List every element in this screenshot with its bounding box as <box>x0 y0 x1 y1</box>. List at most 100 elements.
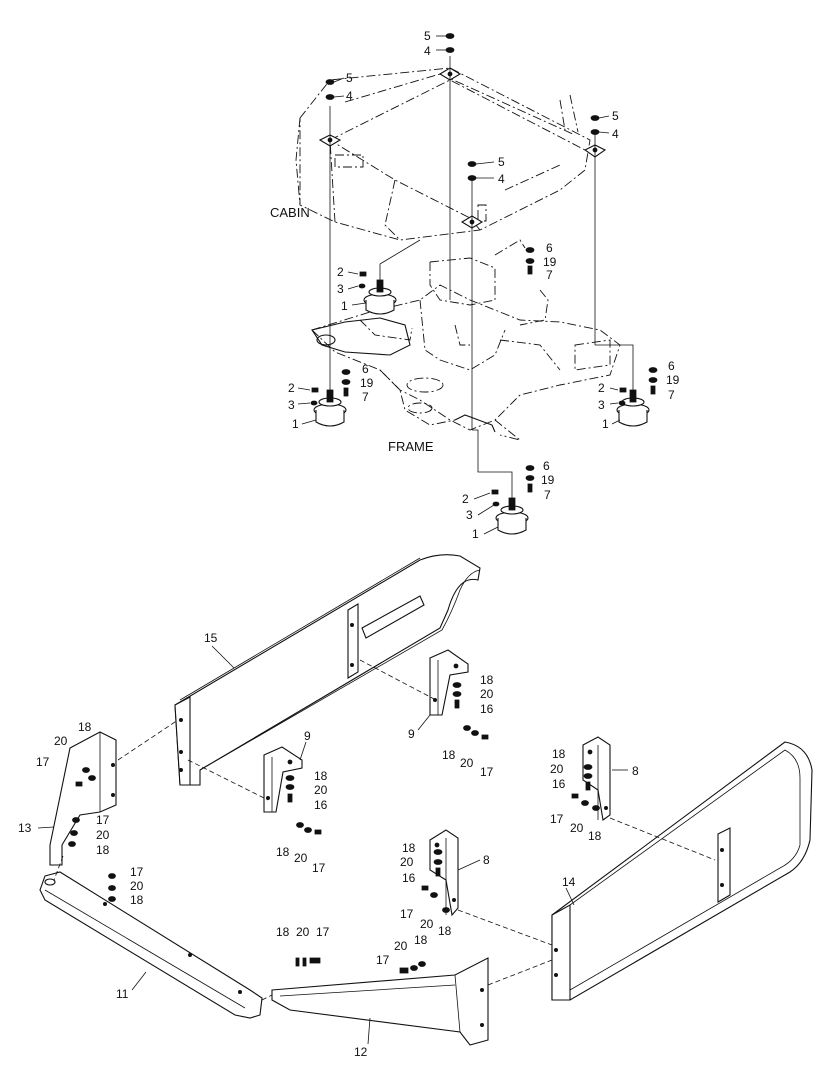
callout-18: 18 <box>480 673 494 687</box>
callout-20: 20 <box>296 925 310 939</box>
frame-front-lug <box>311 317 496 433</box>
bracket-13 <box>49 731 117 866</box>
label-cabin: CABIN <box>270 205 310 220</box>
callout-18: 18 <box>78 720 92 734</box>
leader-lines <box>37 35 628 1045</box>
callout-6: 6 <box>546 241 553 255</box>
callout-19: 19 <box>360 376 374 390</box>
callout-4: 4 <box>424 44 431 58</box>
callout-5: 5 <box>612 109 619 123</box>
cabin-outline <box>295 67 591 241</box>
callout-18: 18 <box>276 925 290 939</box>
callout-17: 17 <box>36 755 50 769</box>
callout-20: 20 <box>400 855 414 869</box>
bracket-8-center <box>429 829 459 917</box>
rubber-mount-c <box>616 389 650 427</box>
callout-18: 18 <box>442 748 456 762</box>
alignment-lines <box>53 659 716 1001</box>
bracket-9-lower <box>263 746 303 813</box>
callout-18: 18 <box>314 769 328 783</box>
callout-20: 20 <box>294 851 308 865</box>
callout-16: 16 <box>314 798 328 812</box>
callout-9: 9 <box>304 729 311 743</box>
callout-3: 3 <box>466 508 473 522</box>
callout-7: 7 <box>362 390 369 404</box>
callout-17: 17 <box>400 907 414 921</box>
callout-13: 13 <box>18 821 32 835</box>
callout-9: 9 <box>408 727 415 741</box>
callout-19: 19 <box>543 255 557 269</box>
callout-5: 5 <box>424 29 431 43</box>
callout-20: 20 <box>460 756 474 770</box>
panel-15 <box>174 554 481 786</box>
callout-5: 5 <box>346 71 353 85</box>
callout-18: 18 <box>96 843 110 857</box>
callout-17: 17 <box>130 865 144 879</box>
callout-17: 17 <box>312 861 326 875</box>
callout-6: 6 <box>543 459 550 473</box>
callout-8: 8 <box>632 764 639 778</box>
callout-1: 1 <box>472 527 479 541</box>
callout-20: 20 <box>550 762 564 776</box>
callout-6: 6 <box>362 362 369 376</box>
panel-11 <box>39 871 263 1019</box>
callout-17: 17 <box>480 765 494 779</box>
callout-3: 3 <box>337 282 344 296</box>
callout-20: 20 <box>130 879 144 893</box>
callout-7: 7 <box>544 488 551 502</box>
callout-20: 20 <box>480 687 494 701</box>
rubber-mount-b <box>313 389 347 427</box>
panel-12 <box>271 957 489 1046</box>
rubber-mount-a <box>363 279 397 315</box>
callout-8: 8 <box>483 853 490 867</box>
callout-17: 17 <box>96 813 110 827</box>
callout-20: 20 <box>570 821 584 835</box>
callout-5: 5 <box>498 155 505 169</box>
bracket-8-right <box>582 736 611 821</box>
callout-3: 3 <box>598 398 605 412</box>
callout-15: 15 <box>204 631 218 645</box>
callout-17: 17 <box>550 812 564 826</box>
callout-2: 2 <box>462 492 469 506</box>
bracket-9-upper <box>429 649 469 716</box>
callout-17: 17 <box>376 953 390 967</box>
callout-4: 4 <box>498 172 505 186</box>
callout-7: 7 <box>546 268 553 282</box>
callout-4: 4 <box>612 127 619 141</box>
callout-18: 18 <box>438 924 452 938</box>
callout-16: 16 <box>480 702 494 716</box>
callout-2: 2 <box>288 381 295 395</box>
callout-19: 19 <box>541 473 555 487</box>
callout-1: 1 <box>602 417 609 431</box>
cabin-mount-pads <box>318 67 607 229</box>
callout-3: 3 <box>288 398 295 412</box>
callout-20: 20 <box>314 783 328 797</box>
hardware-stacks <box>310 33 658 507</box>
callout-18: 18 <box>402 841 416 855</box>
label-frame: FRAME <box>388 439 434 454</box>
callout-20: 20 <box>96 828 110 842</box>
callout-18: 18 <box>414 933 428 947</box>
callout-labels: 5 4 5 4 5 4 5 4 CABIN 6 19 7 2 3 1 6 19 … <box>18 29 680 1059</box>
callout-18: 18 <box>588 829 602 843</box>
callout-20: 20 <box>394 939 408 953</box>
callout-18: 18 <box>130 893 144 907</box>
callout-2: 2 <box>598 381 605 395</box>
panel-14 <box>551 741 813 1001</box>
callout-4: 4 <box>346 89 353 103</box>
callout-18: 18 <box>276 845 290 859</box>
callout-2: 2 <box>337 265 344 279</box>
callout-19: 19 <box>666 373 680 387</box>
callout-7: 7 <box>668 388 675 402</box>
callout-11: 11 <box>116 987 129 1001</box>
mount-axes <box>329 56 634 500</box>
frame-outline <box>311 239 621 441</box>
callout-16: 16 <box>402 871 416 885</box>
callout-20: 20 <box>420 917 434 931</box>
callout-1: 1 <box>341 299 348 313</box>
callout-14: 14 <box>562 875 576 889</box>
rubber-mount-d <box>495 497 529 535</box>
callout-1: 1 <box>292 417 299 431</box>
callout-20: 20 <box>54 734 68 748</box>
